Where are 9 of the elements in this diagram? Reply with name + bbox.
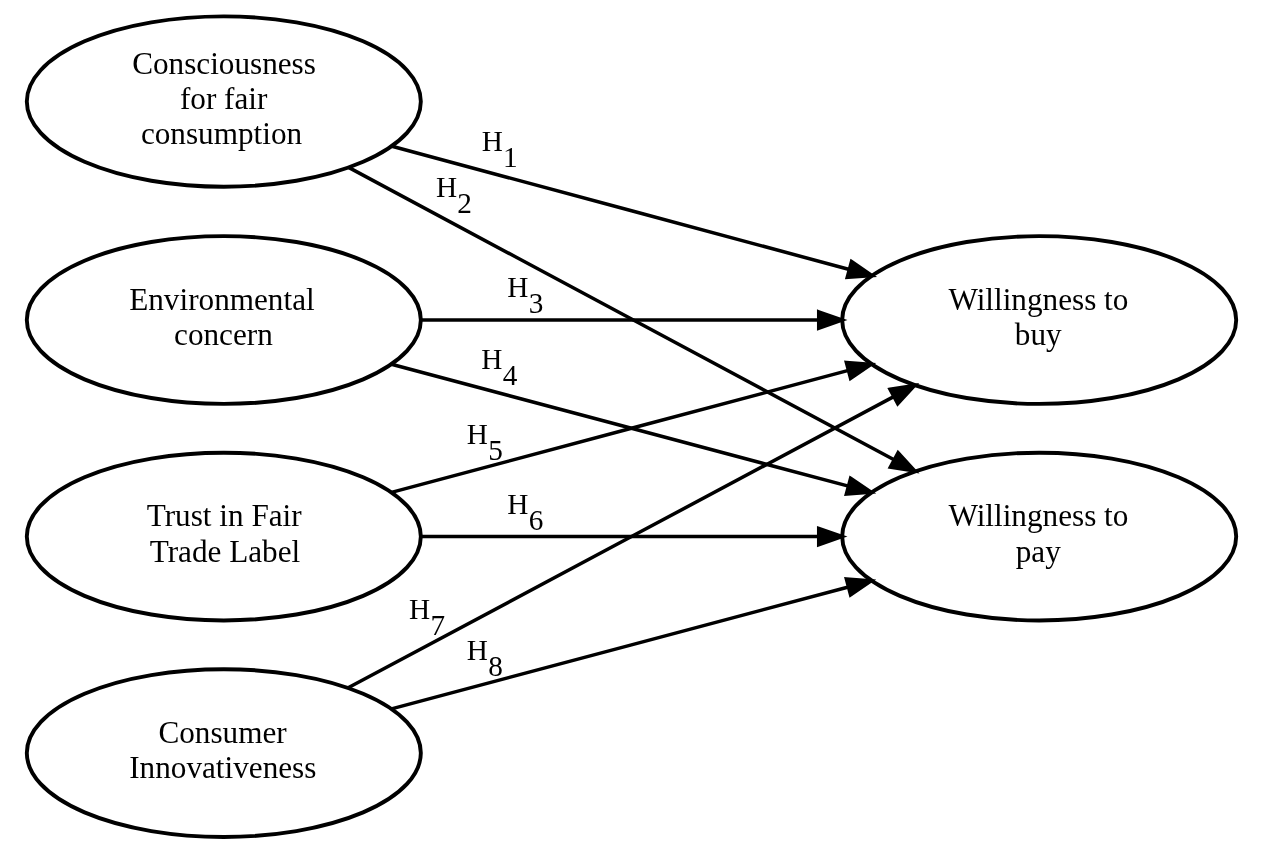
node-ellipse: Consumer Innovativeness [24,667,423,839]
arrow [346,383,919,690]
arrow [347,166,919,474]
arrow [390,577,876,711]
arrow [420,525,847,548]
node-ellipse: Consciousness for fair consumption [24,14,423,189]
node-ellipse: Environmental concern [24,234,423,406]
arrow [391,144,877,280]
arrow [420,309,847,331]
